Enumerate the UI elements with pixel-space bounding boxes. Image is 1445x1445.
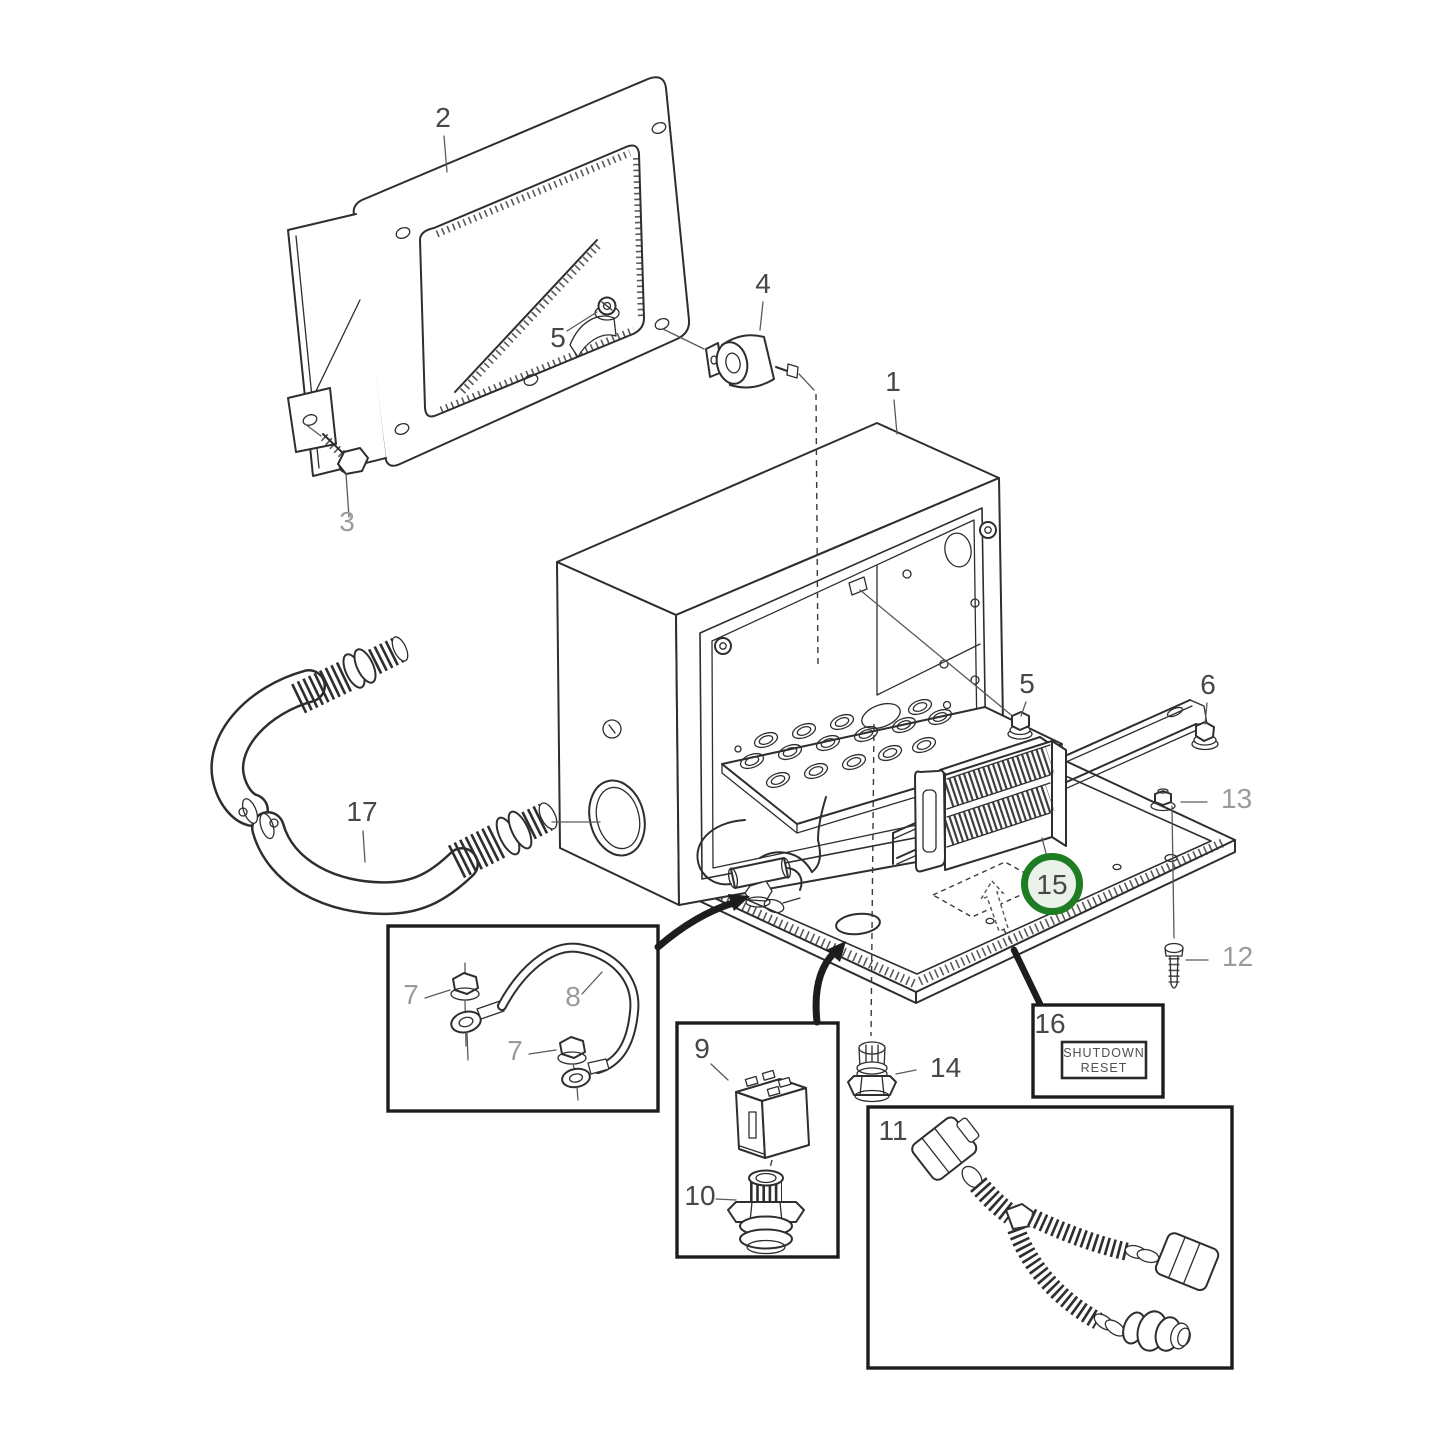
shutdown-reset-decal bbox=[1060, 1040, 1148, 1080]
pointer-arrows bbox=[654, 894, 846, 1026]
callout-14[interactable]: 14 bbox=[930, 1052, 961, 1083]
box-interior bbox=[848, 532, 981, 696]
callout-16[interactable]: 16 bbox=[1034, 1008, 1065, 1039]
callout-13[interactable]: 13 bbox=[1221, 783, 1252, 814]
callout-10[interactable]: 10 bbox=[684, 1180, 715, 1211]
install-position-marker bbox=[931, 861, 1047, 950]
callout-11[interactable]: 11 bbox=[878, 1115, 907, 1146]
decal-line-2: RESET bbox=[1081, 1061, 1128, 1075]
screw-part-5-bracket bbox=[594, 296, 620, 321]
callout-4[interactable]: 4 bbox=[755, 268, 771, 299]
callout-3[interactable]: 3 bbox=[339, 506, 355, 537]
conduit-fitting bbox=[447, 802, 558, 879]
flange-nut-part-7 bbox=[557, 1036, 587, 1073]
bolt-part-3 bbox=[304, 423, 369, 475]
callout-17[interactable]: 17 bbox=[346, 796, 377, 827]
callout-labels: 2 5 3 4 1 5 6 13 12 17 7 8 7 9 10 14 16 … bbox=[339, 102, 1253, 1211]
gland-part-10 bbox=[727, 1169, 805, 1255]
callout-7-left[interactable]: 7 bbox=[403, 979, 419, 1010]
callout-8[interactable]: 8 bbox=[565, 981, 581, 1012]
callout-2[interactable]: 2 bbox=[435, 102, 451, 133]
alignment-line-part-14 bbox=[870, 723, 875, 1037]
y-cable-part-11 bbox=[911, 1116, 1220, 1352]
decal-line-1: SHUTDOWN bbox=[1063, 1046, 1145, 1060]
callout-15[interactable]: 15 bbox=[1036, 869, 1067, 900]
alignment-line-part-4 bbox=[815, 393, 819, 667]
flange-nut-part-6 bbox=[1191, 721, 1219, 751]
rubber-mount-part-4 bbox=[662, 328, 815, 391]
inset-relay-gland bbox=[675, 1021, 840, 1259]
callout-6[interactable]: 6 bbox=[1200, 669, 1216, 700]
callout-9[interactable]: 9 bbox=[694, 1033, 710, 1064]
callout-12[interactable]: 12 bbox=[1222, 941, 1253, 972]
nut-part-5 bbox=[1007, 711, 1033, 740]
callout-5-bracket[interactable]: 5 bbox=[550, 322, 566, 353]
mounting-bracket-part-2 bbox=[287, 76, 691, 477]
frame-screw bbox=[714, 521, 997, 655]
conduit-fitting bbox=[291, 636, 409, 714]
callout-5-rail[interactable]: 5 bbox=[1019, 668, 1035, 699]
callout-7-right[interactable]: 7 bbox=[507, 1035, 523, 1066]
terminal-block-part-15 bbox=[914, 736, 1067, 873]
relay-part-9 bbox=[735, 1069, 810, 1159]
callout-1[interactable]: 1 bbox=[885, 366, 901, 397]
callout-leaders bbox=[345, 135, 1209, 1201]
screw-part-12 bbox=[1164, 805, 1184, 989]
conduit-part-17 bbox=[210, 636, 601, 916]
highlight-ring[interactable] bbox=[1021, 853, 1083, 915]
inset-ground-strap bbox=[386, 924, 660, 1113]
selected-part-highlight[interactable]: 15 bbox=[1021, 837, 1083, 915]
inset-decal: SHUTDOWN RESET bbox=[1010, 946, 1165, 1099]
nut-part-13 bbox=[1150, 788, 1176, 812]
gland-part-14 bbox=[847, 1041, 897, 1103]
internal-cable-assembly bbox=[696, 796, 827, 914]
round-connector bbox=[1122, 1310, 1191, 1352]
inset-y-harness bbox=[866, 1105, 1234, 1370]
